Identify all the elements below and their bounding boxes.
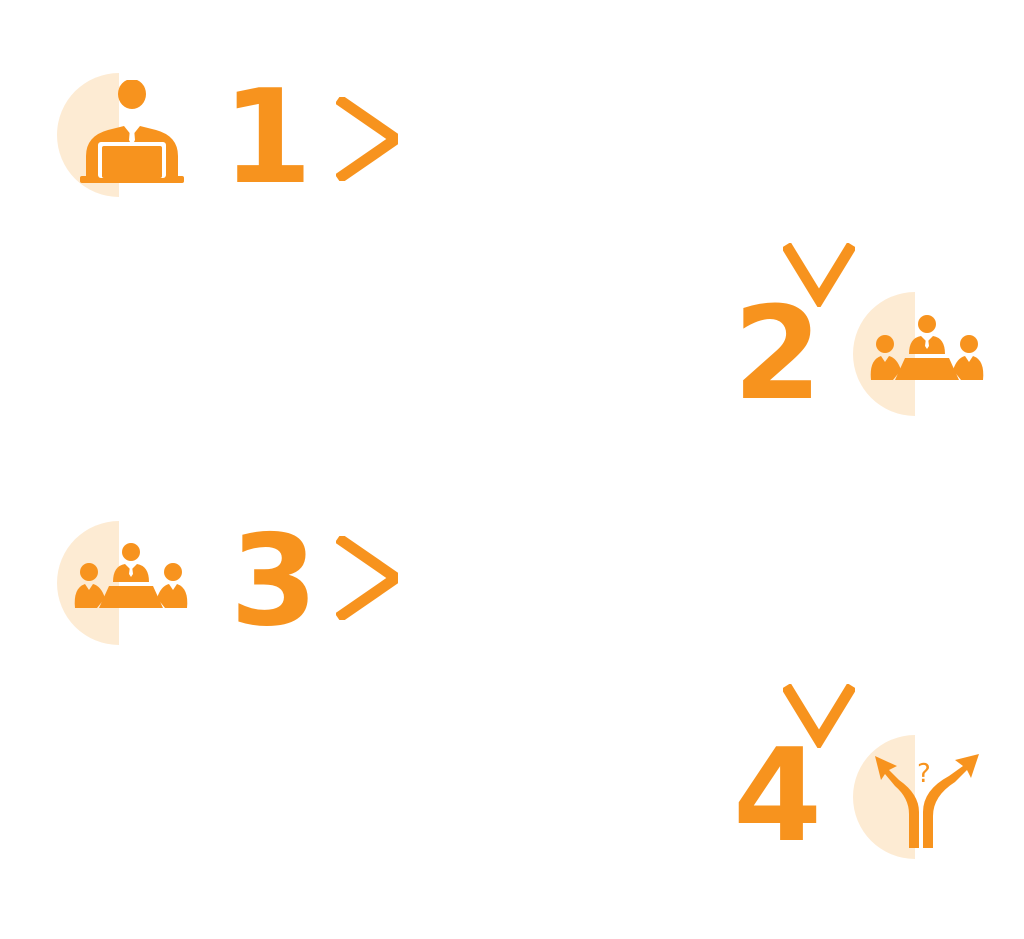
meeting-table-icon — [74, 543, 188, 608]
crossroads-question-icon: ? — [875, 754, 979, 848]
chevron-right-icon — [336, 97, 398, 181]
step-3-number: 3 — [230, 507, 318, 654]
step-4-number: 4 — [733, 722, 823, 871]
chevron-right-icon — [336, 536, 398, 620]
svg-text:?: ? — [917, 759, 931, 789]
meeting-table-icon — [870, 315, 984, 380]
step-1-number: 1 — [222, 61, 313, 213]
chevron-down-icon — [783, 243, 855, 307]
step-2-number: 2 — [733, 280, 823, 429]
person-at-laptop-icon — [80, 80, 184, 183]
chevron-down-icon — [783, 684, 855, 748]
